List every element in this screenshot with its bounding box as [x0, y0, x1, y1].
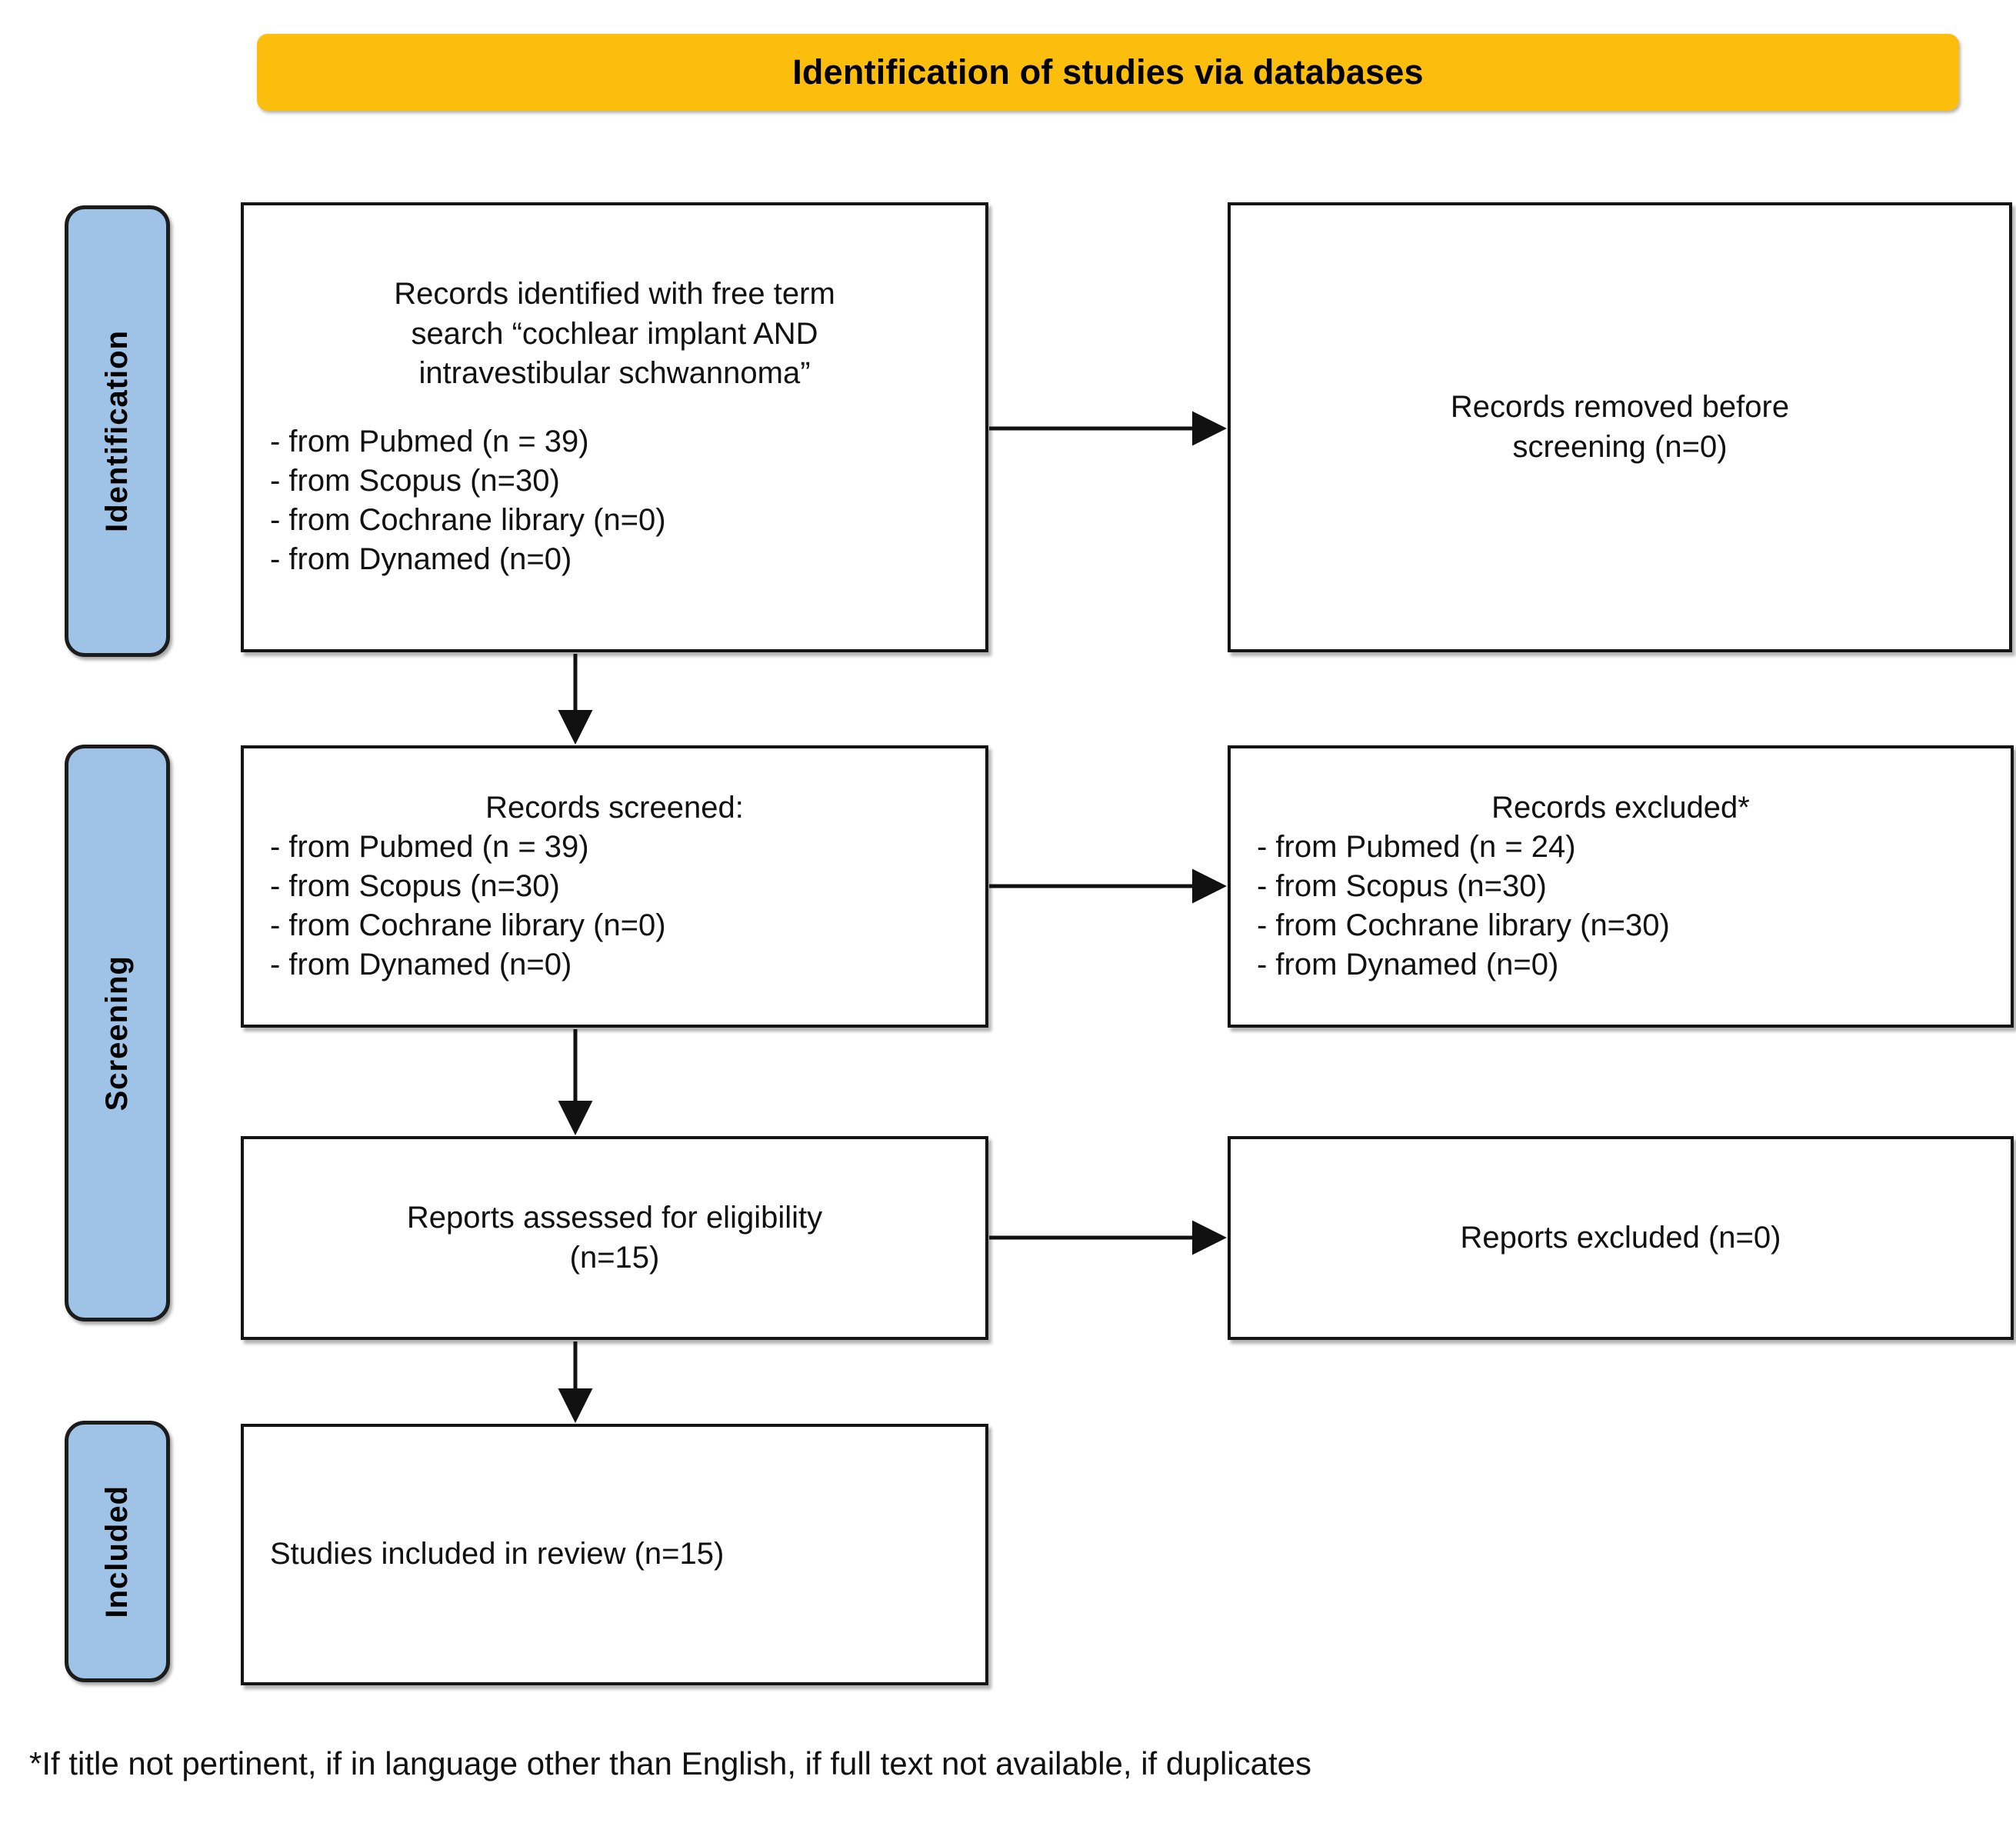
box-reports-assessed-eligibility: Reports assessed for eligibility (n=15)	[241, 1136, 988, 1340]
records-screened-heading: Records screened:	[485, 790, 744, 825]
banner-title: Identification of studies via databases	[792, 52, 1424, 92]
spacer	[270, 393, 959, 422]
reports-excluded-line-1: Reports excluded (n=0)	[1460, 1220, 1781, 1255]
box-records-removed: Records removed before screening (n=0)	[1228, 202, 2012, 652]
records-excluded-item-3: - from Dynamed (n=0)	[1257, 948, 1559, 982]
stage-screening-text: Screening	[100, 955, 134, 1111]
records-removed-line-2: screening (n=0)	[1512, 429, 1728, 464]
box-records-screened-content: Records screened: - from Pubmed (n = 39)…	[244, 788, 985, 985]
box-reports-assessed-content: Reports assessed for eligibility (n=15)	[244, 1198, 985, 1277]
records-screened-item-3: - from Dynamed (n=0)	[270, 948, 572, 982]
records-screened-item-2: - from Cochrane library (n=0)	[270, 908, 666, 943]
stage-included-text: Included	[100, 1485, 134, 1618]
box-studies-included-content: Studies included in review (n=15)	[244, 1535, 985, 1574]
box-reports-excluded-content: Reports excluded (n=0)	[1231, 1218, 2011, 1258]
records-identified-line-1: Records identified with free term	[394, 277, 835, 312]
studies-included-line-1: Studies included in review (n=15)	[270, 1537, 725, 1571]
reports-assessed-line-2: (n=15)	[569, 1240, 660, 1275]
records-excluded-heading: Records excluded*	[1491, 790, 1750, 825]
box-records-identified: Records identified with free term search…	[241, 202, 988, 652]
records-identified-item-2: - from Cochrane library (n=0)	[270, 503, 666, 538]
stage-label-included: Included	[65, 1421, 170, 1682]
records-removed-line-1: Records removed before	[1450, 390, 1790, 425]
records-identified-item-0: - from Pubmed (n = 39)	[270, 424, 589, 458]
stage-label-identification: Identification	[65, 205, 170, 657]
box-records-screened: Records screened: - from Pubmed (n = 39)…	[241, 745, 988, 1028]
box-records-removed-content: Records removed before screening (n=0)	[1231, 388, 2009, 466]
records-excluded-item-2: - from Cochrane library (n=30)	[1257, 908, 1670, 943]
box-records-excluded: Records excluded* - from Pubmed (n = 24)…	[1228, 745, 2014, 1028]
records-identified-line-3: intravestibular schwannoma”	[418, 355, 811, 390]
records-screened-item-1: - from Scopus (n=30)	[270, 868, 560, 903]
box-records-identified-content: Records identified with free term search…	[244, 275, 985, 579]
diagram-banner: Identification of studies via databases	[257, 34, 1959, 111]
records-identified-line-2: search “cochlear implant AND	[411, 316, 818, 351]
records-excluded-item-1: - from Scopus (n=30)	[1257, 868, 1547, 903]
records-identified-item-1: - from Scopus (n=30)	[270, 464, 560, 498]
records-excluded-item-0: - from Pubmed (n = 24)	[1257, 829, 1576, 864]
reports-assessed-line-1: Reports assessed for eligibility	[406, 1201, 823, 1235]
records-identified-item-3: - from Dynamed (n=0)	[270, 542, 572, 577]
box-studies-included: Studies included in review (n=15)	[241, 1424, 988, 1685]
box-records-excluded-content: Records excluded* - from Pubmed (n = 24)…	[1231, 788, 2011, 985]
footnote-text: *If title not pertinent, if in language …	[29, 1745, 1312, 1781]
stage-label-screening: Screening	[65, 745, 170, 1321]
stage-identification-text: Identification	[100, 330, 134, 532]
records-screened-item-0: - from Pubmed (n = 39)	[270, 829, 589, 864]
box-reports-excluded: Reports excluded (n=0)	[1228, 1136, 2014, 1340]
